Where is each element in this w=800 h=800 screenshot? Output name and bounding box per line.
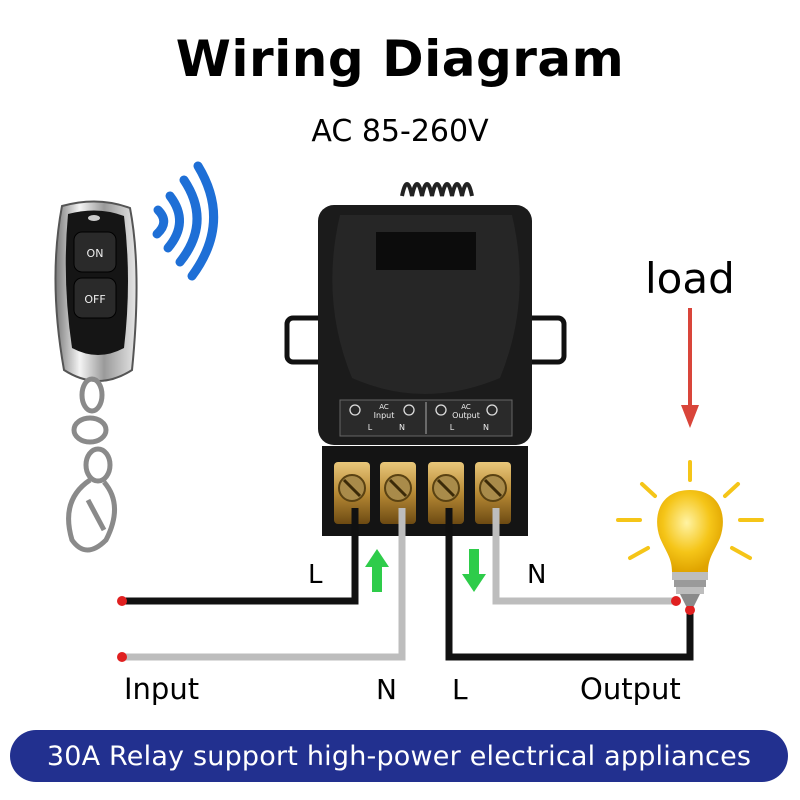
relay-terminal-1-label: L [368,423,373,432]
arrow-up-icon [365,549,389,592]
relay-terminal-3-label: L [450,423,455,432]
output-l-label: L [452,673,468,706]
load-label: load [645,254,735,303]
input-n-label: N [376,673,397,706]
relay-module: AC Input AC Output L N L N [284,182,567,536]
voltage-label: AC 85-260V [311,114,489,149]
bulb-n-contact [671,596,681,606]
wires [122,508,694,661]
relay-input-label: Input [374,411,395,420]
signal-icon [152,161,218,281]
remote-on-button [73,231,117,273]
input-n-end [117,652,127,662]
remote-off-button [73,277,117,319]
relay-terminal-4-label: N [483,423,489,432]
feature-banner: 30A Relay support high-power electrical … [10,730,788,782]
antenna-icon [400,182,474,197]
relay-ac-in-label: AC [379,403,389,411]
remote-off-label: OFF [84,293,105,306]
terminal-screws [334,462,511,524]
keychain [66,376,117,553]
output-n-label: N [527,560,546,590]
relay-ac-out-label: AC [461,403,471,411]
input-l-label: L [308,560,323,590]
input-label: Input [124,672,199,706]
page-title: Wiring Diagram [175,30,625,88]
relay-output-label: Output [452,411,480,420]
bulb-rays [616,460,764,560]
arrow-down-icon [462,549,486,592]
bulb-l-contact [685,605,695,615]
remote-on-label: ON [87,247,104,260]
light-bulb-icon [657,490,723,606]
output-label: Output [580,672,681,706]
feature-banner-text: 30A Relay support high-power electrical … [46,740,752,772]
load-arrow-icon [681,308,699,428]
input-l-end [117,596,127,606]
wiring-diagram: ON OFF AC [54,161,764,706]
relay-terminal-2-label: N [399,423,405,432]
remote-control: ON OFF [54,200,138,553]
